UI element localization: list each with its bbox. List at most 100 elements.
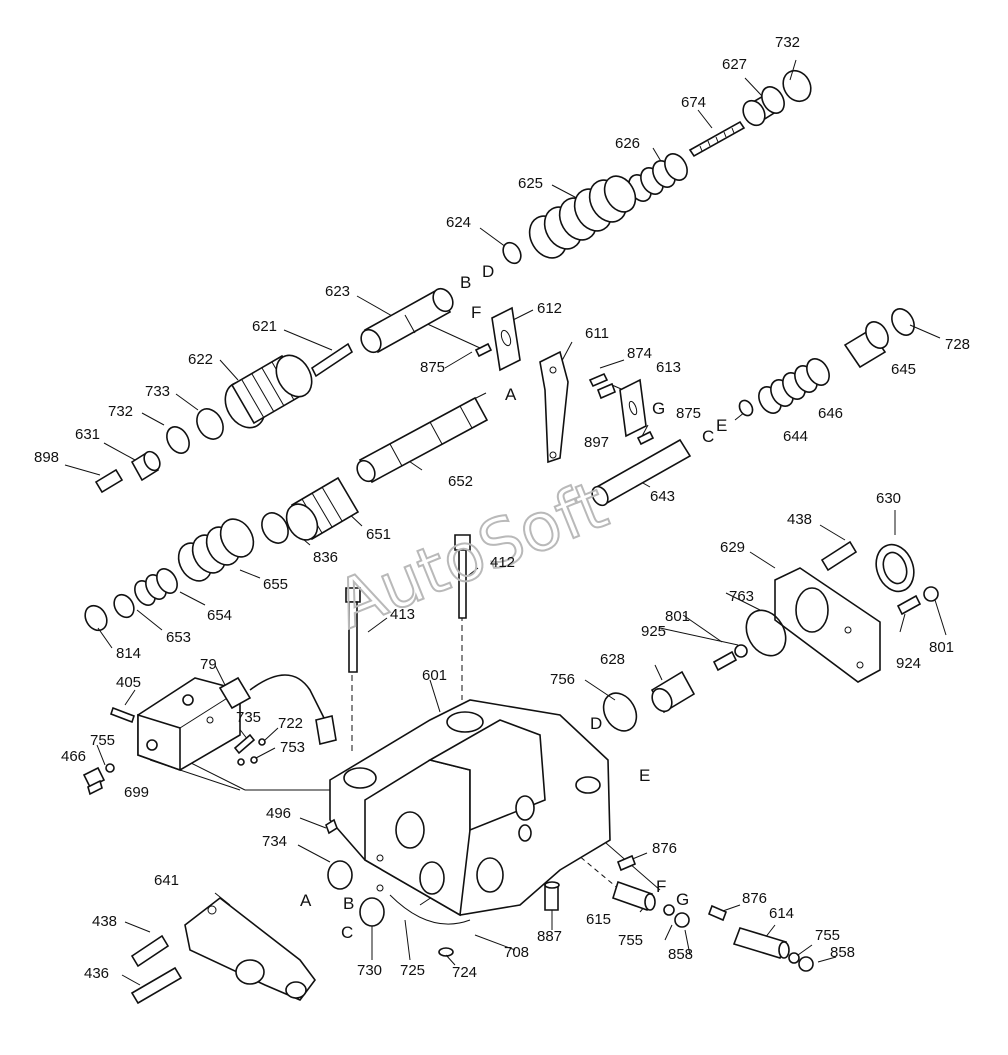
- letter-f-lower: F: [656, 877, 666, 896]
- label-643: 643: [650, 488, 675, 505]
- label-436: 436: [84, 965, 109, 982]
- label-728: 728: [945, 336, 970, 353]
- label-763: 763: [729, 588, 754, 605]
- label-876-b: 876: [742, 890, 767, 907]
- letter-a-lower: A: [300, 891, 312, 910]
- part-925-screw: [712, 650, 738, 672]
- label-755-a: 755: [90, 732, 115, 749]
- label-730: 730: [357, 962, 382, 979]
- label-724: 724: [452, 964, 477, 981]
- part-627-plug-top: [742, 86, 785, 127]
- part-436-bolt: [130, 966, 183, 1005]
- label-628: 628: [600, 651, 625, 668]
- label-626: 626: [615, 135, 640, 152]
- part-732-o-ring-left: [166, 426, 190, 454]
- part-621-pin: [310, 342, 354, 378]
- part-614-plug: [732, 927, 790, 959]
- label-615: 615: [586, 911, 611, 928]
- letter-f-upper: F: [471, 303, 481, 322]
- part-413-bolt: [345, 587, 361, 673]
- port-letter-labels: B D F A G C E D E A B C F G: [300, 262, 727, 942]
- part-643-shaft: [591, 438, 692, 507]
- label-755-b: 755: [618, 932, 643, 949]
- part-655-spring-large: [177, 518, 255, 582]
- label-651: 651: [366, 526, 391, 543]
- label-630: 630: [876, 490, 901, 507]
- label-646: 646: [818, 405, 843, 422]
- label-734: 734: [262, 833, 287, 850]
- label-756: 756: [550, 671, 575, 688]
- part-887-pin: [544, 881, 560, 911]
- part-730-o-ring: [359, 897, 385, 927]
- part-755-ring-left: [105, 763, 115, 773]
- part-728-o-ring: [891, 308, 915, 336]
- label-801-b: 801: [929, 639, 954, 656]
- part-628-plug: [650, 670, 696, 714]
- part-631-plug: [130, 450, 161, 482]
- label-611: 611: [585, 325, 609, 342]
- part-674-screw: [688, 120, 746, 158]
- part-466-plug: [82, 766, 106, 796]
- part-733-o-ring: [196, 408, 224, 440]
- part-653-washer: [113, 593, 135, 619]
- part-624-retainer-ring: [502, 241, 522, 265]
- part-836-snap-ring: [261, 512, 289, 544]
- label-858-b: 858: [830, 944, 855, 961]
- label-413: 413: [390, 606, 415, 623]
- part-611-lever: [539, 350, 569, 464]
- part-874-pin: [588, 372, 609, 388]
- label-412: 412: [490, 554, 515, 571]
- part-876-pin-a: [616, 854, 637, 872]
- part-755-ring-right: [788, 952, 800, 964]
- letter-a-upper: A: [505, 385, 517, 404]
- label-924: 924: [896, 655, 921, 672]
- label-621: 621: [252, 318, 277, 335]
- part-641-cover: [184, 896, 316, 1001]
- label-466: 466: [61, 748, 86, 765]
- part-654-spring-small: [134, 568, 178, 606]
- label-836: 836: [313, 549, 338, 566]
- label-925: 925: [641, 623, 666, 640]
- letter-g-upper: G: [652, 399, 665, 418]
- part-763-gasket: [745, 609, 787, 657]
- part-625-spring-large: [528, 175, 637, 259]
- label-874: 874: [627, 345, 652, 362]
- part-755-ring-mid: [663, 904, 675, 916]
- label-614: 614: [769, 905, 794, 922]
- label-631: 631: [75, 426, 100, 443]
- part-405-screw: [109, 706, 136, 724]
- letter-g-lower: G: [676, 890, 689, 909]
- label-858-a: 858: [668, 946, 693, 963]
- label-653: 653: [166, 629, 191, 646]
- label-699: 699: [124, 784, 149, 801]
- letter-e-lower: E: [639, 766, 650, 785]
- label-725: 725: [400, 962, 425, 979]
- label-644: 644: [783, 428, 808, 445]
- part-875-pin-b: [636, 430, 655, 446]
- label-612: 612: [537, 300, 562, 317]
- label-654: 654: [207, 607, 232, 624]
- part-724-o-ring: [438, 947, 454, 957]
- part-801-nut-a: [734, 644, 748, 658]
- part-622-sleeve-grooved: [224, 354, 313, 429]
- part-645-plug-right: [843, 321, 889, 369]
- part-732-o-ring-top: [782, 69, 812, 103]
- label-814: 814: [116, 645, 141, 662]
- part-629-cover: [774, 567, 881, 683]
- part-753-rings: [237, 756, 258, 766]
- label-801-a: 801: [665, 608, 690, 625]
- part-601-housing: [329, 699, 611, 917]
- label-733: 733: [145, 383, 170, 400]
- label-732: 732: [775, 34, 800, 51]
- part-898-pin: [94, 468, 124, 494]
- part-722-ring: [258, 738, 266, 746]
- label-613: 613: [656, 359, 681, 376]
- part-652-spool: [356, 396, 489, 484]
- watermark-text: AutoSoft: [326, 466, 618, 644]
- part-876-pin-b: [707, 904, 728, 922]
- label-624: 624: [446, 214, 471, 231]
- part-412-bolt: [454, 534, 471, 619]
- part-438-bolt-right: [820, 540, 858, 572]
- label-875-b: 875: [676, 405, 701, 422]
- label-875-a: 875: [420, 359, 445, 376]
